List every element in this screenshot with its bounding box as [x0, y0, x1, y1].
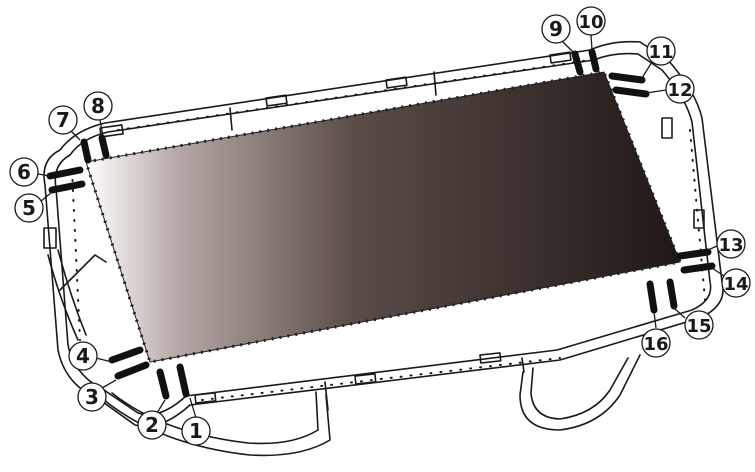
strap-9	[571, 50, 584, 76]
callout-10-label: 10	[578, 12, 603, 33]
frame-joint	[693, 209, 705, 229]
strap-7	[80, 138, 92, 164]
strap-1	[176, 363, 190, 398]
callout-5-label: 5	[22, 196, 36, 220]
frame-joint	[549, 51, 572, 64]
leg-brace-left	[59, 254, 107, 291]
frame-outer-tube	[43, 40, 724, 428]
callout-3-label: 3	[85, 385, 99, 409]
callout-11: 11	[641, 36, 676, 79]
strap-8	[98, 134, 110, 159]
callout-14: 14	[711, 267, 751, 298]
frame-joint	[479, 352, 502, 364]
callout-10: 10	[576, 6, 606, 51]
leg-front-left-inner	[111, 391, 319, 445]
frame-joint	[99, 124, 124, 138]
callout-3: 3	[77, 379, 117, 412]
strap-6	[46, 166, 84, 180]
frame-joint	[265, 94, 288, 107]
callout-15: 15	[673, 307, 714, 340]
callout-16: 16	[641, 311, 671, 358]
callout-2: 2	[137, 399, 167, 440]
callouts: 1 2 3 4 5 6 7	[9, 6, 751, 446]
callout-15-label: 15	[686, 316, 711, 337]
frame-joint	[194, 392, 217, 404]
callout-4-label: 4	[76, 344, 90, 368]
callout-7-label: 7	[56, 108, 70, 132]
callout-11-label: 11	[648, 42, 673, 63]
callout-4: 4	[68, 341, 113, 371]
callout-14-label: 14	[723, 274, 748, 295]
callout-6-label: 6	[17, 160, 31, 184]
frame-holes	[71, 59, 706, 401]
strap-3	[114, 361, 150, 380]
strap-15	[666, 278, 678, 310]
strap-16	[646, 280, 658, 314]
callout-9-label: 9	[549, 17, 563, 41]
callout-16-label: 16	[643, 334, 668, 355]
strap-14	[680, 262, 716, 274]
callout-9: 9	[541, 14, 574, 53]
callout-2-label: 2	[145, 413, 159, 437]
callout-8-label: 8	[91, 94, 105, 118]
frame-joint	[354, 373, 377, 385]
callout-1: 1	[181, 397, 211, 446]
frame-joint	[661, 117, 673, 139]
callout-7: 7	[48, 105, 81, 141]
callout-5: 5	[14, 191, 53, 223]
leg-front-right-inner	[530, 357, 629, 420]
frame-joint	[43, 227, 57, 249]
callout-1-label: 1	[189, 419, 203, 443]
strap-4	[108, 346, 144, 364]
strap-13	[676, 248, 712, 260]
callout-12: 12	[645, 74, 695, 104]
callout-12-label: 12	[667, 80, 692, 101]
leg-left-inner	[57, 249, 87, 336]
strap-2	[156, 368, 170, 400]
strap-12	[612, 86, 650, 98]
leg-left	[47, 254, 79, 341]
callout-6: 6	[9, 157, 51, 187]
mat	[84, 70, 683, 364]
strap-10	[588, 48, 600, 73]
strap-11	[608, 72, 646, 84]
straps	[46, 48, 716, 400]
callout-8: 8	[83, 91, 113, 137]
frame-joint	[385, 76, 408, 89]
callout-13-label: 13	[718, 235, 743, 256]
leg-front-right	[519, 354, 641, 431]
strap-5	[48, 180, 86, 194]
callout-13: 13	[707, 229, 746, 259]
